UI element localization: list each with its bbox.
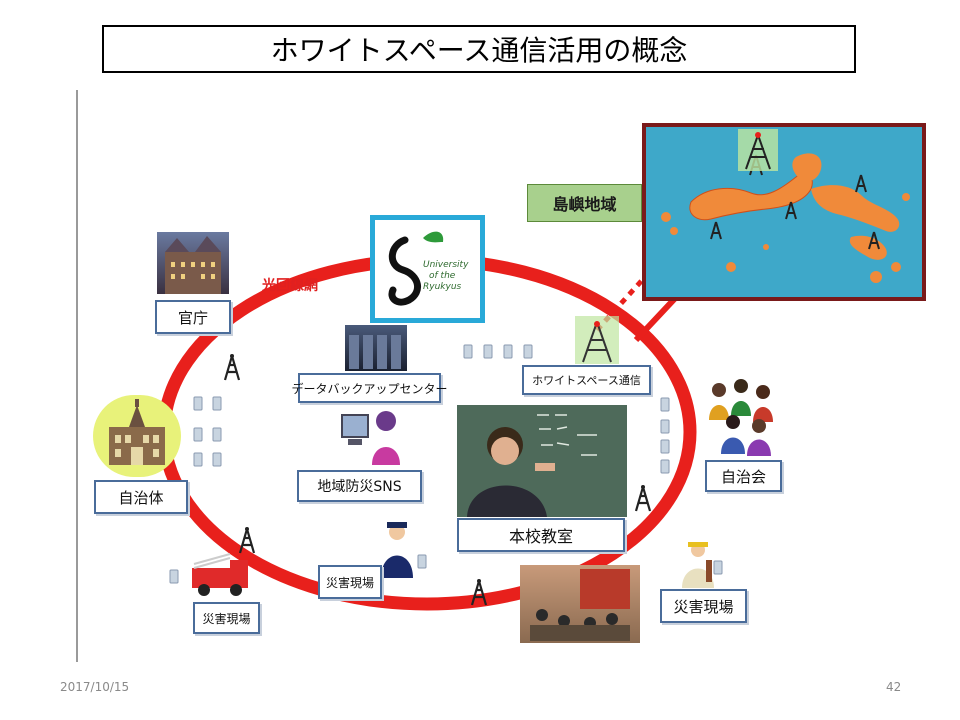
node-saigai-right: 災害現場: [660, 589, 747, 623]
island-map-graphic: [661, 129, 910, 283]
footer-page-number: 42: [886, 680, 902, 694]
antenna-tower-icon: [470, 579, 488, 606]
university-logo-text: University of the Ryukyus: [423, 260, 468, 293]
datacenter-photo: [345, 325, 407, 371]
node-classroom: 本校教室: [457, 518, 625, 552]
classroom-photo-icon: [467, 414, 597, 517]
rescue-worker-icon: [682, 542, 714, 588]
whitespace-tower-icon: [575, 316, 619, 364]
police-officer-icon: [381, 522, 413, 578]
fiber-network-label: 光回線網: [262, 275, 318, 295]
island-region-text: 島嶼地域: [552, 195, 617, 214]
logo-line-2: of the: [429, 271, 456, 281]
island-region-label: 島嶼地域: [527, 184, 642, 222]
government-building-photo: [157, 232, 229, 294]
node-datacenter-text: データバックアップセンター: [291, 381, 448, 396]
slide-left-rule: [76, 90, 78, 662]
university-logo: University of the Ryukyus: [370, 215, 485, 323]
logo-line-1: University: [423, 260, 469, 270]
node-kancho: 官庁: [155, 300, 231, 334]
node-jichikai-text: 自治会: [720, 467, 766, 486]
disaster-scene-photo: [520, 565, 640, 643]
people-group-icon: [709, 379, 773, 456]
node-jichikai: 自治会: [705, 460, 782, 492]
disaster-scene-icon: [530, 569, 630, 641]
node-whitespace: ホワイトスペース通信: [522, 365, 651, 395]
logo-line-3: Ryukyus: [423, 282, 462, 292]
antenna-tower-icon: [238, 527, 256, 554]
fire-truck-icon: [192, 553, 248, 596]
node-datacenter: データバックアップセンター: [292, 373, 448, 403]
node-sns: 地域防災SNS: [297, 470, 422, 502]
municipal-building-backdrop: [93, 395, 181, 477]
node-classroom-text: 本校教室: [508, 527, 573, 546]
node-sns-text: 地域防災SNS: [317, 479, 402, 495]
classroom-photo: [457, 405, 627, 517]
municipal-building-icon: [109, 399, 165, 465]
node-kancho-text: 官庁: [177, 308, 208, 327]
fiber-network-text: 光回線網: [262, 278, 318, 294]
node-saigai-right-text: 災害現場: [673, 597, 734, 616]
node-whitespace-text: ホワイトスペース通信: [532, 374, 641, 387]
antenna-tower-icon: [634, 485, 652, 512]
page-title-text: ホワイトスペース通信活用の概念: [270, 34, 688, 67]
government-building-icon: [165, 236, 221, 294]
map-tower-icon: [738, 129, 778, 171]
computer-user-icon: [341, 411, 400, 465]
node-saigai-center: 災害現場: [318, 565, 382, 599]
island-map: [642, 123, 926, 301]
page-title: ホワイトスペース通信活用の概念: [102, 25, 856, 73]
server-room-icon: [349, 335, 401, 369]
node-saigai-left: 災害現場: [193, 602, 260, 634]
antenna-tower-icon: [223, 354, 241, 381]
node-jichitai-text: 自治体: [118, 488, 164, 507]
node-saigai-left-text: 災害現場: [202, 611, 251, 626]
university-logo-mark: [388, 231, 444, 306]
node-saigai-center-text: 災害現場: [325, 575, 374, 590]
footer-date: 2017/10/15: [60, 680, 130, 694]
node-jichitai: 自治体: [94, 480, 188, 514]
